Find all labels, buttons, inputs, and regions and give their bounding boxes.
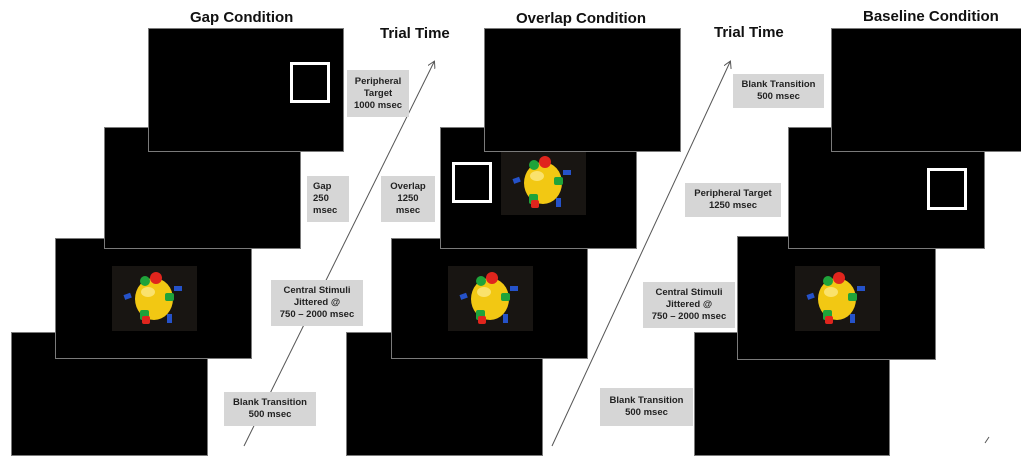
central-toy-image [112, 266, 197, 331]
baseline-central-screen [737, 236, 936, 360]
gap-central-label: Central Stimuli Jittered @ 750 – 2000 ms… [271, 280, 363, 326]
central-toy-image [795, 266, 880, 331]
peripheral-target-box [927, 168, 967, 210]
gap-central-screen [55, 238, 252, 359]
gap-condition-title: Gap Condition [190, 9, 294, 26]
overlap-condition-title: Overlap Condition [516, 10, 647, 27]
baseline-blank-label: Blank Transition 500 msec [600, 388, 693, 426]
baseline-peripheral-label: Peripheral Target 1250 msec [685, 183, 781, 217]
trial-time-title-1: Trial Time [380, 25, 450, 42]
gap-peripheral-screen [148, 28, 344, 152]
baseline-blank-top-label: Blank Transition 500 msec [733, 74, 824, 108]
baseline-condition-title: Baseline Condition [863, 8, 999, 25]
overlap-overlap-label: Overlap 1250 msec [381, 176, 435, 222]
overlap-top-screen [484, 28, 681, 152]
overlap-central-screen [391, 238, 588, 359]
gap-gap-label: Gap 250 msec [307, 176, 349, 222]
baseline-central-label: Central Stimuli Jittered @ 750 – 2000 ms… [643, 282, 735, 328]
central-toy-image [448, 266, 533, 331]
corner-mark [984, 436, 990, 444]
peripheral-target-box [290, 62, 330, 103]
gap-blank-label: Blank Transition 500 msec [224, 392, 316, 426]
gap-peripheral-label: Peripheral Target 1000 msec [347, 70, 409, 117]
trial-time-title-2: Trial Time [714, 24, 784, 41]
baseline-top-screen [831, 28, 1021, 152]
central-toy-image [501, 150, 586, 215]
peripheral-target-box [452, 162, 492, 203]
